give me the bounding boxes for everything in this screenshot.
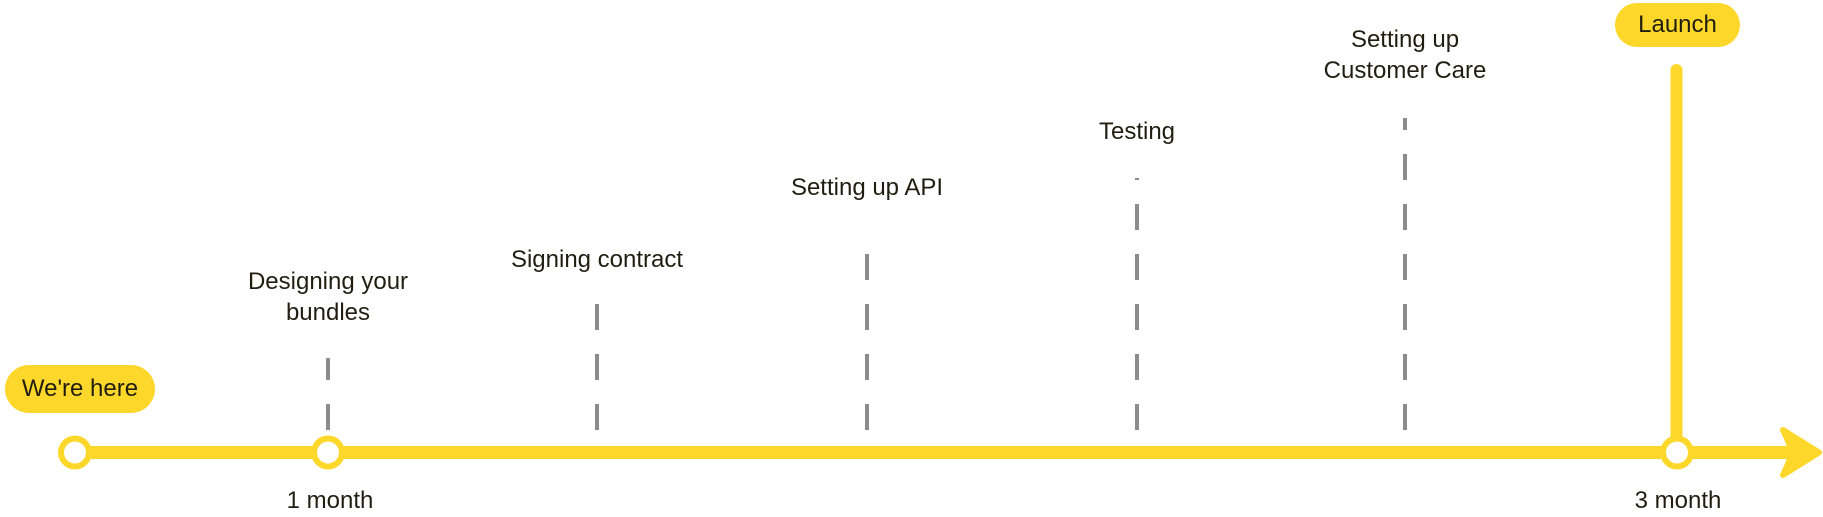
milestone-label-designing-bundles: Designing your bundles bbox=[247, 268, 409, 326]
milestone-label-setting-up-api: Setting up API bbox=[790, 174, 944, 201]
time-label-3-month: 3 month bbox=[1634, 487, 1722, 514]
start-point-dot bbox=[58, 435, 92, 470]
milestone-label-signing-contract: Signing contract bbox=[510, 246, 684, 273]
were-here-badge: We're here bbox=[5, 365, 155, 413]
launch-badge: Launch bbox=[1615, 3, 1740, 47]
launch-point-dot bbox=[1660, 435, 1694, 470]
time-label-1-month: 1 month bbox=[286, 487, 374, 514]
month1-point-dot bbox=[311, 435, 345, 470]
arrow-head-icon bbox=[1780, 427, 1822, 478]
milestone-label-customer-care: Setting up Customer Care bbox=[1323, 26, 1487, 84]
milestone-label-testing: Testing bbox=[1098, 118, 1176, 145]
